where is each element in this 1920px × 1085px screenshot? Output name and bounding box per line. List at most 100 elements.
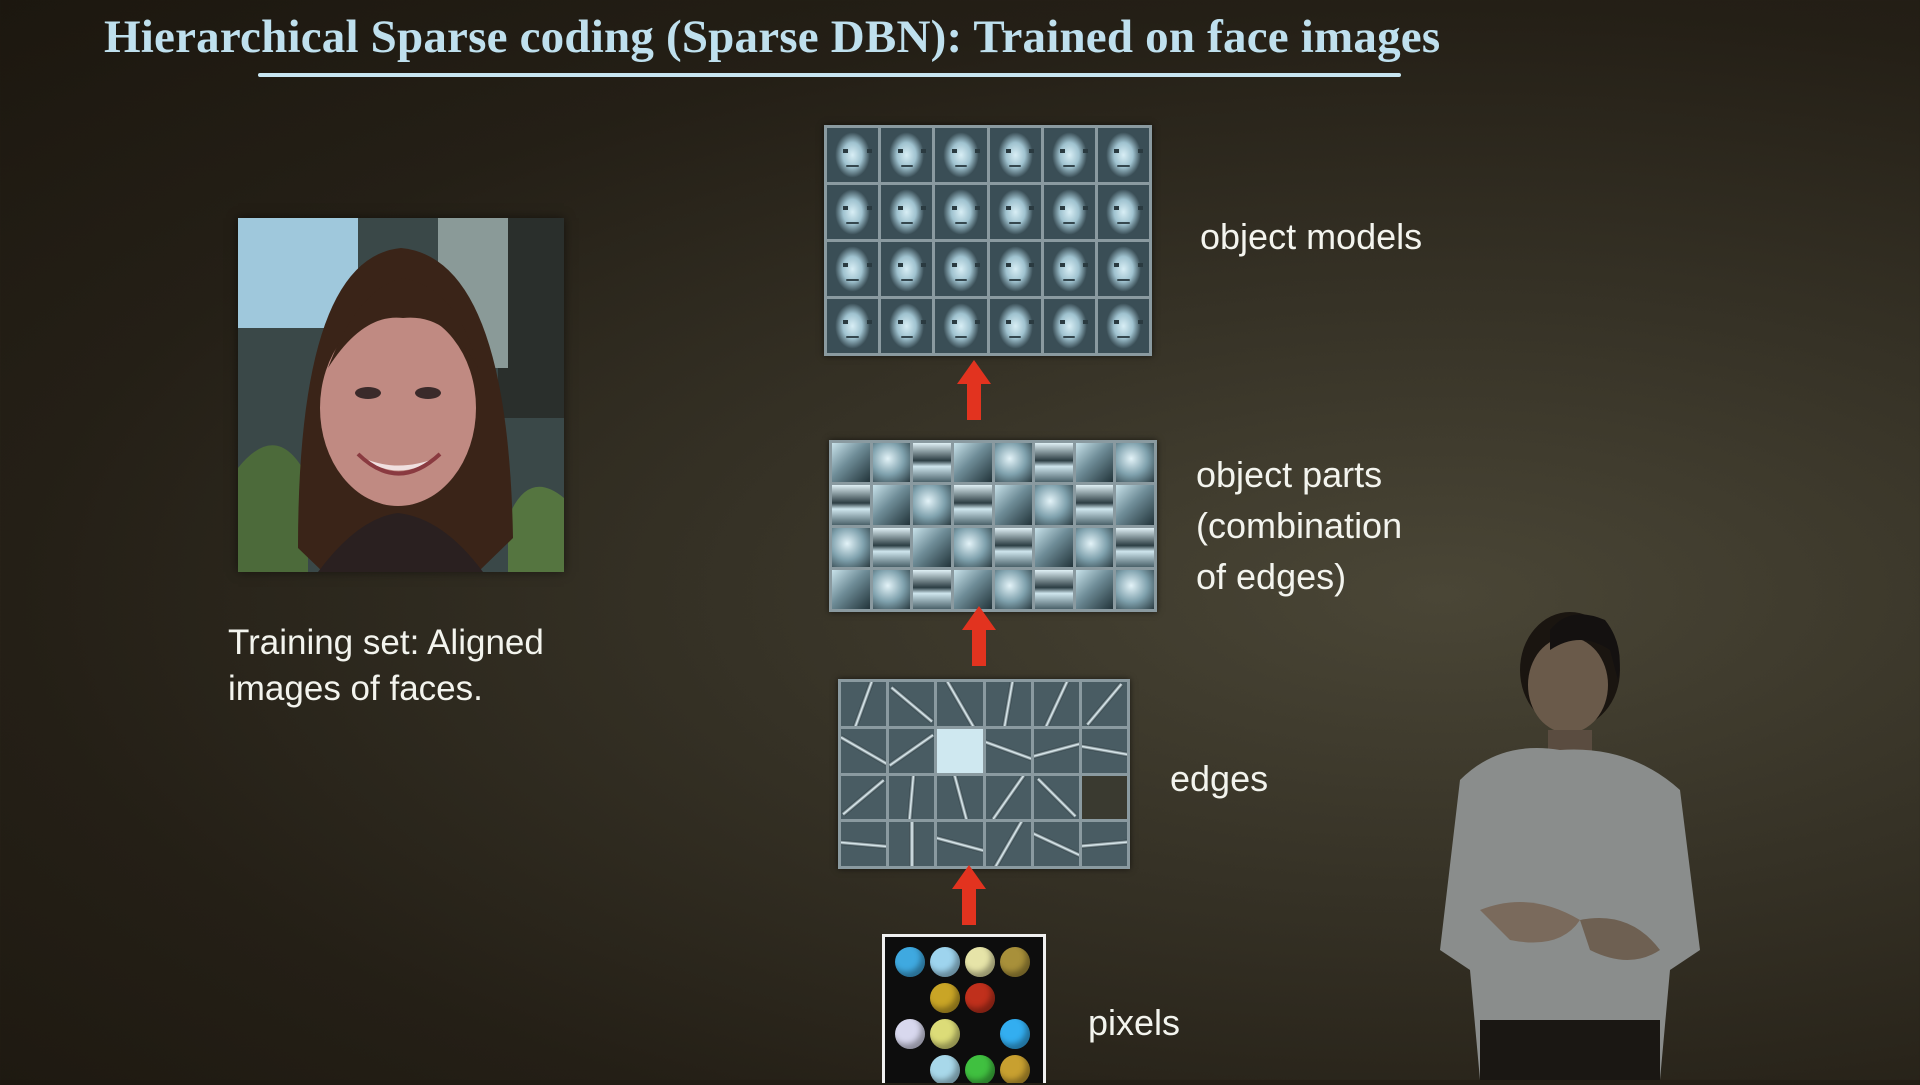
edge-filter-tile xyxy=(985,682,1031,726)
object-part-tile xyxy=(1035,569,1073,609)
edge-filter-tile xyxy=(841,775,887,820)
face-model-tile xyxy=(1043,242,1095,296)
face-model-tile xyxy=(881,299,933,353)
face-model-tile xyxy=(1097,242,1149,296)
face-model-tile xyxy=(881,242,933,296)
face-model-tile xyxy=(881,185,933,239)
pixels-box xyxy=(882,934,1046,1083)
edge-filter-tile xyxy=(841,728,887,773)
object-part-tile xyxy=(872,569,911,609)
edge-filter-tile xyxy=(889,775,935,820)
object-part-tile xyxy=(994,527,1033,567)
face-model-tile xyxy=(1097,185,1149,239)
object-part-tile xyxy=(1116,527,1154,567)
edge-filter-tile xyxy=(985,822,1031,866)
object-parts-label-line-3: of edges) xyxy=(1196,556,1347,597)
object-part-tile xyxy=(994,443,1033,483)
object-part-tile xyxy=(872,443,911,483)
up-arrow-icon xyxy=(962,606,996,666)
object-part-tile xyxy=(832,443,870,483)
face-model-tile xyxy=(827,242,879,296)
object-part-tile xyxy=(953,527,992,567)
edge-filter-tile xyxy=(841,682,887,726)
object-part-tile xyxy=(1035,527,1073,567)
edge-filter-tile xyxy=(1033,822,1079,866)
edge-filter-tile xyxy=(1081,822,1127,866)
face-model-tile xyxy=(935,128,987,182)
slide-title: Hierarchical Sparse coding (Sparse DBN):… xyxy=(104,11,1441,63)
face-model-tile xyxy=(1043,185,1095,239)
object-part-tile xyxy=(1116,569,1154,609)
edge-filter-tile xyxy=(1081,775,1127,820)
caption-line-2: images of faces. xyxy=(228,669,483,708)
face-model-tile xyxy=(827,299,879,353)
face-model-tile xyxy=(827,128,879,182)
object-part-tile xyxy=(1116,485,1154,525)
face-model-tile xyxy=(881,128,933,182)
object-part-tile xyxy=(994,485,1033,525)
training-face-photo xyxy=(238,218,564,572)
object-part-tile xyxy=(953,485,992,525)
pixel-dot xyxy=(1000,1055,1030,1083)
edge-filter-tile xyxy=(889,728,935,773)
edge-filter-tile xyxy=(937,775,983,820)
edge-filter-tile xyxy=(889,682,935,726)
object-part-tile xyxy=(953,569,992,609)
face-model-tile xyxy=(989,299,1041,353)
object-part-tile xyxy=(832,485,870,525)
edges-label: edges xyxy=(1170,758,1269,799)
up-arrow-icon xyxy=(952,865,986,925)
object-part-tile xyxy=(1075,443,1114,483)
edge-filter-tile xyxy=(937,682,983,726)
object-part-tile xyxy=(832,569,870,609)
pixel-dot xyxy=(1000,1019,1030,1049)
edge-filter-tile xyxy=(1033,682,1079,726)
face-model-tile xyxy=(989,242,1041,296)
pixel-dot xyxy=(895,947,925,977)
object-part-tile xyxy=(1035,485,1073,525)
edge-filter-tile xyxy=(985,728,1031,773)
face-model-tile xyxy=(989,185,1041,239)
object-part-tile xyxy=(913,569,951,609)
object-parts-label-line-2: (combination xyxy=(1196,505,1403,546)
object-part-tile xyxy=(913,443,951,483)
up-arrow-icon xyxy=(957,360,991,420)
pixel-dot xyxy=(965,1055,995,1083)
face-model-tile xyxy=(989,128,1041,182)
face-model-tile xyxy=(1043,299,1095,353)
object-part-tile xyxy=(872,485,911,525)
pixels-label: pixels xyxy=(1088,1002,1181,1043)
object-part-tile xyxy=(994,569,1033,609)
object-part-tile xyxy=(913,485,951,525)
edge-filter-tile xyxy=(1033,775,1079,820)
face-model-tile xyxy=(827,185,879,239)
edge-filter-tile xyxy=(985,775,1031,820)
edge-filter-tile xyxy=(937,822,983,866)
object-part-tile xyxy=(1075,569,1114,609)
presenter xyxy=(1330,590,1700,1080)
object-part-tile xyxy=(1075,485,1114,525)
edge-filter-tile xyxy=(1081,728,1127,773)
edge-filter-tile xyxy=(841,822,887,866)
object-part-tile xyxy=(832,527,870,567)
object-part-tile xyxy=(953,443,992,483)
face-model-tile xyxy=(935,299,987,353)
edge-filter-tile xyxy=(889,822,935,866)
edge-filter-tile xyxy=(937,728,983,773)
object-models-grid xyxy=(824,125,1152,356)
face-model-tile xyxy=(935,185,987,239)
edge-filter-tile xyxy=(1081,682,1127,726)
edges-grid xyxy=(838,679,1130,869)
face-model-tile xyxy=(1097,299,1149,353)
training-set-caption: Training set: Aligned images of faces. xyxy=(228,620,648,712)
object-part-tile xyxy=(1075,527,1114,567)
pixel-dot xyxy=(895,1019,925,1049)
face-model-tile xyxy=(1097,128,1149,182)
object-part-tile xyxy=(1116,443,1154,483)
title-underline xyxy=(258,73,1401,77)
edge-filter-tile xyxy=(1033,728,1079,773)
pixel-dot xyxy=(1000,947,1030,977)
face-model-tile xyxy=(1043,128,1095,182)
object-part-tile xyxy=(913,527,951,567)
